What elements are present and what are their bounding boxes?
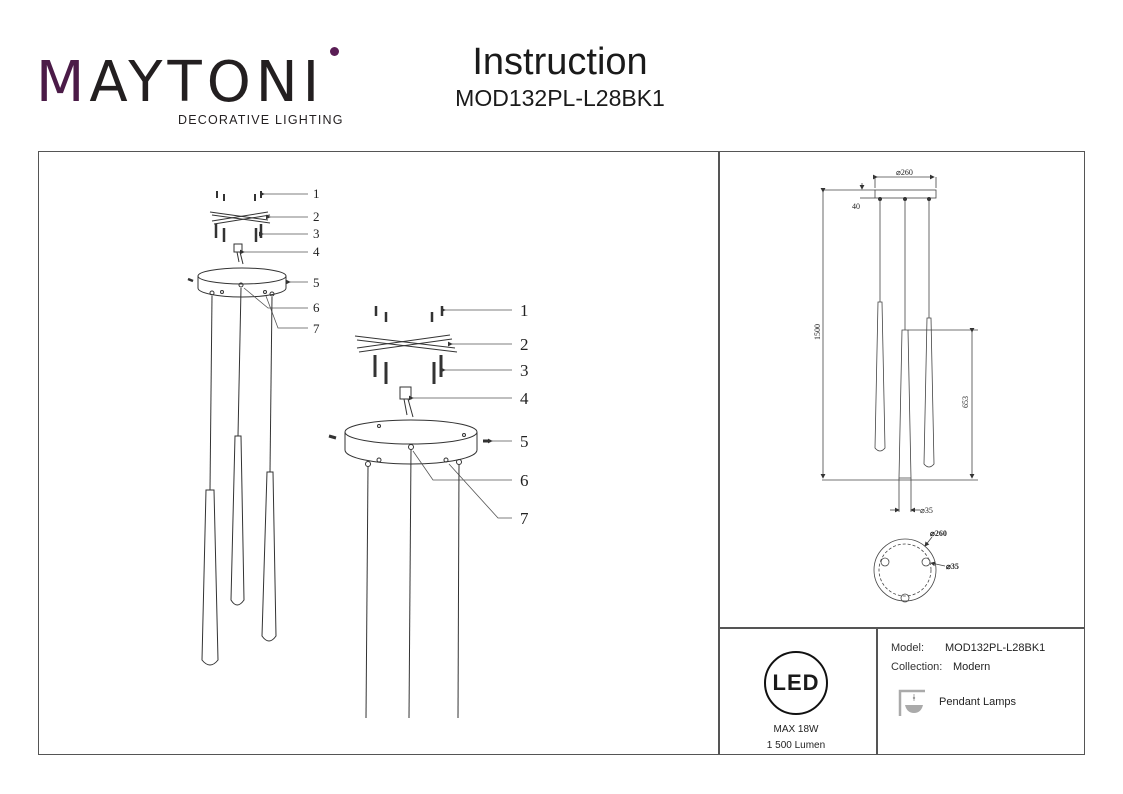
part-label: 1	[313, 186, 320, 201]
dim-canopy-diameter: ⌀260	[896, 168, 913, 177]
collection-value: Modern	[953, 661, 991, 673]
frame-divider-horizontal	[718, 627, 1085, 629]
part-label: 3	[520, 361, 529, 380]
part-label: 5	[313, 275, 320, 290]
pendant-shade	[201, 489, 219, 666]
assembly-view-large	[328, 306, 512, 719]
pendant-shade-elevation	[898, 329, 912, 479]
part-screws-large	[374, 306, 444, 322]
luminous-flux: 1 500 Lumen	[766, 740, 826, 751]
part-label: 2	[520, 335, 529, 354]
part-anchors	[214, 224, 263, 242]
brand-wordmark-initial: M	[36, 50, 90, 115]
dim-plan-canopy-diameter: ⌀260	[930, 529, 947, 538]
power-rating: MAX 18W	[773, 724, 819, 735]
brand-tagline: DECORATIVE LIGHTING	[178, 113, 344, 127]
part-label: 3	[313, 226, 320, 241]
collection-label: Collection:	[891, 661, 943, 673]
brand-wordmark: MAYTONI	[36, 52, 324, 114]
part-label: 4	[313, 244, 320, 259]
pendant-lamp-icon	[898, 689, 925, 716]
part-labels-small: 1 2 3 4 5 6 7	[313, 186, 320, 336]
dim-shade-diameter: ⌀35	[920, 506, 933, 515]
part-bracket	[209, 211, 271, 225]
part-terminal-block	[233, 243, 243, 253]
brand-logo: MAYTONI	[36, 52, 346, 132]
document-title: Instruction	[472, 41, 648, 83]
brand-wordmark-rest: AYTONI	[89, 50, 325, 115]
pendant-shade	[230, 435, 245, 606]
frame-divider-vertical	[718, 151, 720, 755]
dim-plan-hole-diameter: ⌀35	[946, 562, 959, 571]
pendant-shade	[261, 471, 277, 642]
dim-total-height: 1500	[813, 324, 822, 340]
led-label: LED	[772, 670, 820, 695]
part-bracket-large	[354, 334, 458, 353]
part-label: 4	[520, 389, 529, 408]
brand-dot	[330, 47, 339, 56]
spec-divider	[876, 627, 878, 755]
part-labels-large: 1 2 3 4 5 6 7	[520, 301, 529, 528]
dim-canopy-height: 40	[852, 202, 860, 211]
assembly-view-small	[187, 191, 308, 666]
pendant-shade-elevation	[874, 301, 886, 452]
part-label: 6	[313, 300, 320, 315]
dimension-plan	[873, 536, 946, 603]
pendant-shade-elevation	[923, 317, 935, 468]
part-canopy-top	[197, 267, 287, 285]
part-screws-small	[216, 191, 262, 201]
part-terminal-block-large	[399, 386, 412, 400]
part-label: 7	[313, 321, 320, 336]
part-label: 6	[520, 471, 529, 490]
part-label: 1	[520, 301, 529, 320]
canopy-elevation	[874, 189, 937, 199]
part-label: 5	[520, 432, 529, 451]
model-value: MOD132PL-L28BK1	[945, 642, 1046, 654]
part-canopy-large	[344, 419, 478, 445]
dimension-elevation	[820, 174, 978, 513]
part-label: 2	[313, 209, 320, 224]
dim-shade-length: 653	[961, 396, 970, 408]
dimension-labels: ⌀260 40 1500 653 ⌀35 ⌀260 ⌀35	[813, 168, 970, 571]
model-code: MOD132PL-L28BK1	[455, 85, 665, 111]
part-anchors-large	[373, 355, 443, 384]
part-label: 7	[520, 509, 529, 528]
drawing-frame	[38, 151, 1085, 755]
led-badge: LED	[764, 651, 828, 715]
model-label: Model:	[891, 642, 925, 654]
product-type-label: Pendant Lamps	[939, 696, 1017, 708]
